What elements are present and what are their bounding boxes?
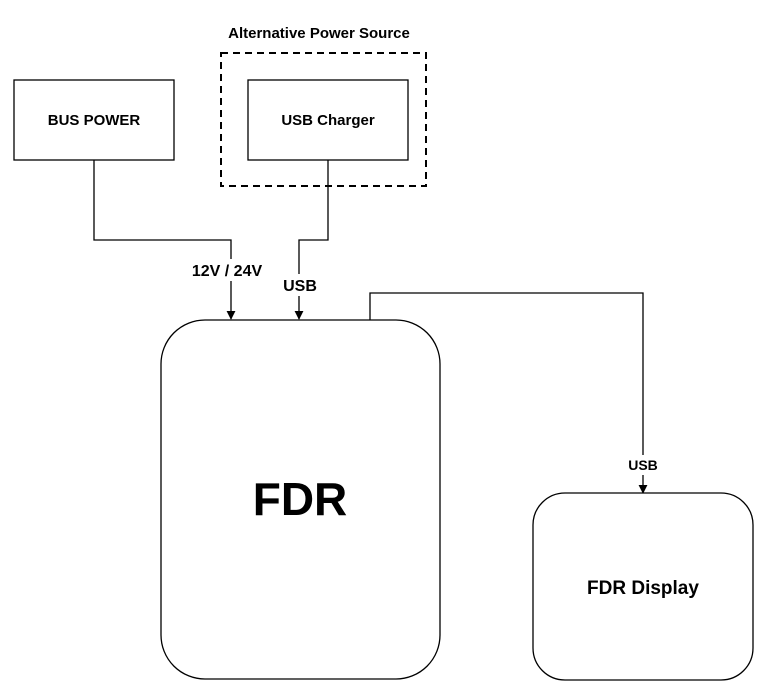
bus-power-label: BUS POWER: [48, 112, 141, 129]
connector-fdr-to-display: [369, 292, 648, 494]
edge-label-12v-24v: 12V / 24V: [192, 263, 263, 280]
fdr-node: [160, 319, 441, 680]
edge-label-usb-charger: USB: [283, 278, 317, 295]
fdr-display-node: [532, 492, 754, 681]
alternative-power-source-group: [220, 52, 427, 187]
fdr-label: FDR: [253, 473, 348, 525]
fdr-display-label: FDR Display: [587, 578, 699, 599]
edge-label-usb-display: USB: [628, 457, 658, 473]
connector-bus-power-to-fdr: [93, 160, 236, 320]
usb-charger-label: USB Charger: [281, 112, 375, 129]
alternative-power-source-label: Alternative Power Source: [228, 25, 410, 42]
usb-charger-node: [247, 79, 409, 161]
